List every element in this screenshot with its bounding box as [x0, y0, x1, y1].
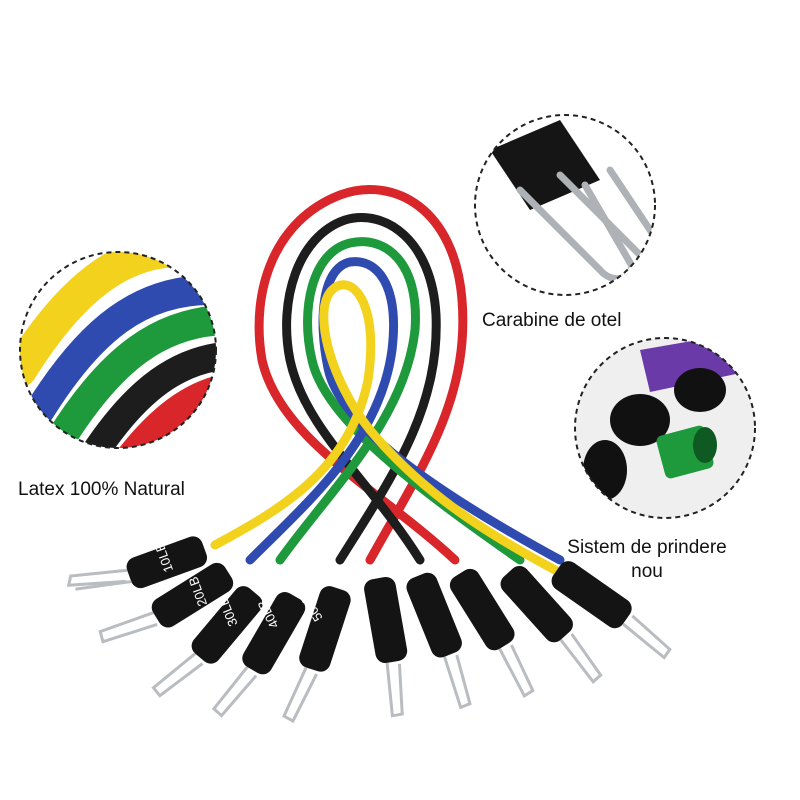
handles-left [66, 536, 351, 724]
handle-right-1 [364, 576, 408, 718]
band-green-tube [275, 237, 525, 565]
handle-right-3 [449, 568, 535, 698]
label-attachment-system-line2: nou [631, 561, 663, 582]
band-yellow-tube [210, 280, 560, 575]
label-attachment-system-line1: Sistem de prindere [567, 537, 727, 558]
handle-right-4 [500, 565, 603, 685]
handle-right-2 [406, 572, 472, 710]
zoom-carabiner [474, 114, 656, 296]
handle-right-5 [551, 561, 672, 660]
handle-30lb [151, 586, 263, 698]
handle-20lb [98, 562, 234, 644]
handles-right [364, 561, 672, 718]
handle-10lb [66, 536, 208, 591]
label-steel-carabiners: Carabine de otel [482, 310, 622, 331]
band-tubes [210, 185, 565, 575]
handle-40lb [211, 592, 306, 718]
zoom-attachment-system [574, 337, 756, 519]
band-red-tube [254, 185, 468, 565]
label-latex-natural: Latex 100% Natural [18, 479, 185, 500]
label-attachment-system: Sistem de prindere nou [552, 536, 742, 584]
handle-50lb [282, 586, 351, 724]
band-black-tube [282, 213, 441, 565]
zoom-latex-tubes [19, 251, 217, 449]
